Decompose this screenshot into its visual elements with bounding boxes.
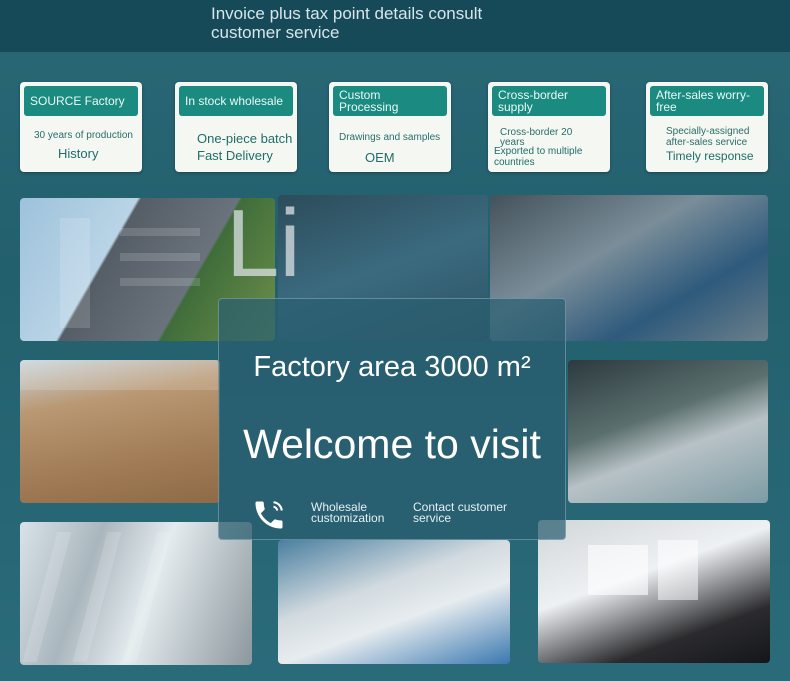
card-subtitle: Specially-assigned after-sales service <box>666 126 750 148</box>
photo-cad-design-screen <box>538 520 770 663</box>
wholesale-customization-link[interactable]: Wholesale customization <box>311 500 385 525</box>
header-bar: Invoice plus tax point details consult c… <box>0 0 790 52</box>
card-tag: In stock wholesale <box>179 86 293 116</box>
phone-icon[interactable] <box>251 497 287 533</box>
watermark-letters: Li <box>226 190 301 297</box>
feature-card-cross-border-supply[interactable]: Cross-border supply Cross-border 20 year… <box>488 82 610 172</box>
card-highlight: History <box>58 146 99 161</box>
photo-worker-assembly <box>568 360 768 503</box>
feature-card-source-factory[interactable]: SOURCE Factory 30 years of production Hi… <box>20 82 142 172</box>
card-tag: Cross-border supply <box>492 86 606 116</box>
welcome-heading: Welcome to visit <box>243 421 541 467</box>
feature-card-custom-processing[interactable]: Custom Processing Drawings and samples O… <box>329 82 451 172</box>
contact-customer-service-link[interactable]: Contact customer service <box>413 500 508 525</box>
photo-packing-workers <box>278 540 510 664</box>
card-subtitle: Cross-border 20 years <box>500 127 573 148</box>
feature-card-in-stock-wholesale[interactable]: In stock wholesale One-piece batch Fast … <box>175 82 297 172</box>
card-subtitle: 30 years of production <box>34 130 133 141</box>
header-title: Invoice plus tax point details consult c… <box>211 4 483 42</box>
card-tag: After-sales worry-free <box>650 86 764 116</box>
card-highlight: OEM <box>365 150 395 165</box>
card-highlight: Timely response <box>666 149 754 163</box>
factory-area-text: Factory area 3000 m² <box>253 351 531 383</box>
card-subtitle: Drawings and samples <box>339 132 441 143</box>
card-tag: SOURCE Factory <box>24 86 138 116</box>
card-highlight: One-piece batch Fast Delivery <box>197 131 293 163</box>
welcome-overlay: Factory area 3000 m² Welcome to visit Wh… <box>218 298 566 540</box>
card-tag: Custom Processing <box>333 86 447 116</box>
photo-aluminum-tubes <box>20 522 252 665</box>
card-highlight: Exported to multiple countries <box>494 146 583 168</box>
photo-stacked-boxes <box>20 360 220 503</box>
feature-card-after-sales[interactable]: After-sales worry-free Specially-assigne… <box>646 82 768 172</box>
